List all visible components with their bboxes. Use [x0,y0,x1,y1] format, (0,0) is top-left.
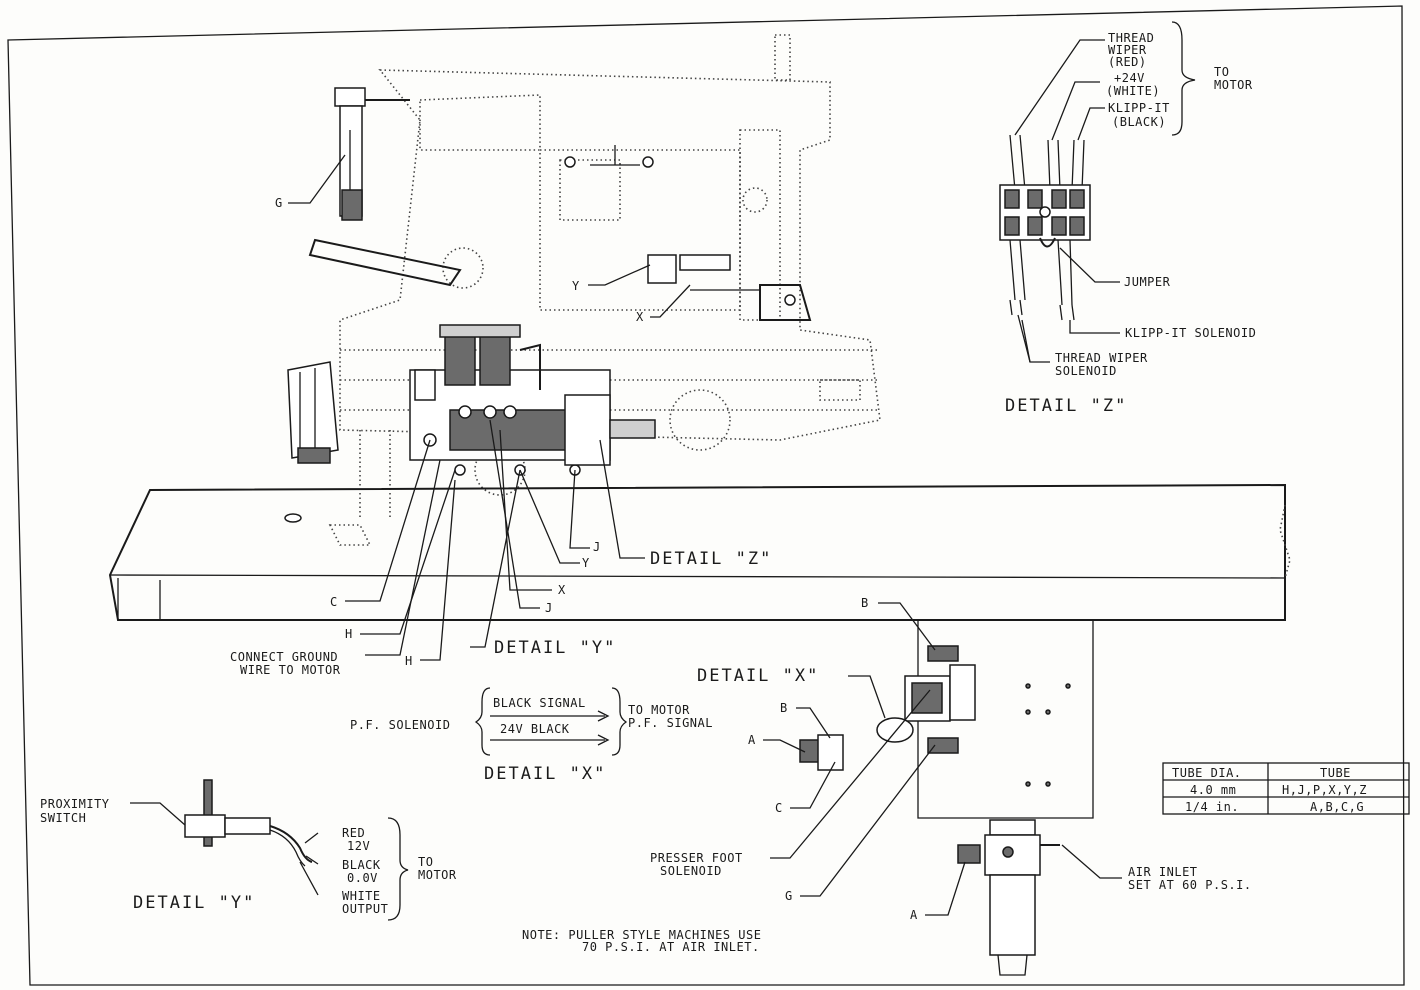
connect-ground-label-2: WIRE TO MOTOR [240,663,341,677]
detail-x-callout: DETAIL "X" [697,666,819,686]
part-label-g: G [275,196,283,210]
part-label-y-lower: Y [582,556,590,570]
pn-label-a-left: A [748,733,756,747]
detail-z-title: DETAIL "Z" [1005,396,1127,416]
drawing-frame [7,5,1405,986]
presser-foot-label-2: SOLENOID [660,864,722,878]
dz-wire-3: (RED) [1108,55,1147,69]
air-inlet-label-1: AIR INLET [1128,865,1198,879]
dz-wire-4: +24V [1114,71,1145,85]
detail-y-title: DETAIL "Y" [133,893,255,913]
tube-table-cell: 1/4 in. [1185,800,1239,814]
tube-table-cell: A,B,C,G [1310,800,1364,814]
part-label-x: X [636,310,644,324]
dy-to-motor-1: TO [418,855,433,869]
air-inlet-label-2: SET AT 60 P.S.I. [1128,878,1252,892]
tube-table-header-dia: TUBE DIA. [1172,766,1242,780]
part-label-j-lower: J [545,601,553,615]
pn-label-c: C [775,801,783,815]
motor-housing [287,361,339,464]
dx-to-motor-2: P.F. SIGNAL [628,716,713,730]
pn-label-b-upper: B [861,596,869,610]
dz-wire-5: (WHITE) [1106,84,1160,98]
detail-y-callout: DETAIL "Y" [494,638,616,658]
dz-to-motor-1: TO [1214,65,1229,79]
tube-table-header-tube: TUBE [1320,766,1351,780]
dz-thread-wiper-solenoid-2: SOLENOID [1055,364,1117,378]
detail-y-drawing [130,779,409,921]
detail-z-callout: DETAIL "Z" [650,549,772,569]
valve-block-detail-z [409,324,656,476]
dx-pf-solenoid-label: P.F. SOLENOID [350,718,450,732]
part-label-c: C [330,595,338,609]
dy-wire-0v: 0.0V [347,871,378,885]
dx-black-signal-label: BLACK SIGNAL [493,696,586,710]
presser-foot-label-1: PRESSER FOOT [650,851,743,865]
tube-table-cell: 4.0 mm [1190,783,1236,797]
leader-lines [288,154,691,661]
dx-24v-black-label: 24V BLACK [500,722,570,736]
part-label-h-lower: H [405,654,413,668]
pneumatic-panel [763,602,1122,976]
machine-table-top [108,483,1291,621]
dy-wire-black: BLACK [342,858,381,872]
dy-wire-red: RED [342,826,365,840]
detail-z-drawing [999,21,1196,363]
part-label-h-upper: H [345,627,353,641]
pn-label-a-bottom: A [910,908,918,922]
detail-x-wiring [474,687,628,756]
note-line-2: 70 P.S.I. AT AIR INLET. [582,940,760,954]
note-line-1: NOTE: PULLER STYLE MACHINES USE [522,928,761,942]
dx-to-motor-1: TO MOTOR [628,703,690,717]
tube-table-cell: H,J,P,X,Y,Z [1282,783,1367,797]
detail-x-title: DETAIL "X" [484,764,606,784]
connect-ground-label-1: CONNECT GROUND [230,650,338,664]
pn-label-g: G [785,889,793,903]
dz-to-motor-2: MOTOR [1214,78,1253,92]
dy-to-motor-2: MOTOR [418,868,457,882]
part-label-y: Y [572,279,580,293]
dz-thread-wiper-solenoid-1: THREAD WIPER [1055,351,1148,365]
dz-wire-2: WIPER [1108,43,1147,57]
part-label-x-lower: X [558,583,566,597]
dz-wire-6: KLIPP-IT [1108,101,1170,115]
dy-wire-white: WHITE [342,889,381,903]
dz-wire-7: (BLACK) [1112,115,1166,129]
bracket-assembly [564,145,812,321]
part-label-j-upper: J [593,540,601,554]
dz-jumper-label: JUMPER [1124,275,1171,289]
dz-klipp-it-solenoid-label: KLIPP-IT SOLENOID [1125,326,1256,340]
pn-label-b-lower: B [780,701,788,715]
dy-proximity-1: PROXIMITY [40,797,110,811]
thread-wiper-cylinder [308,87,462,287]
dy-proximity-2: SWITCH [40,811,86,825]
tube-table [1162,762,1410,815]
dy-wire-output: OUTPUT [342,902,388,916]
dz-wire-1: THREAD [1108,31,1154,45]
dy-wire-12v: 12V [347,839,370,853]
